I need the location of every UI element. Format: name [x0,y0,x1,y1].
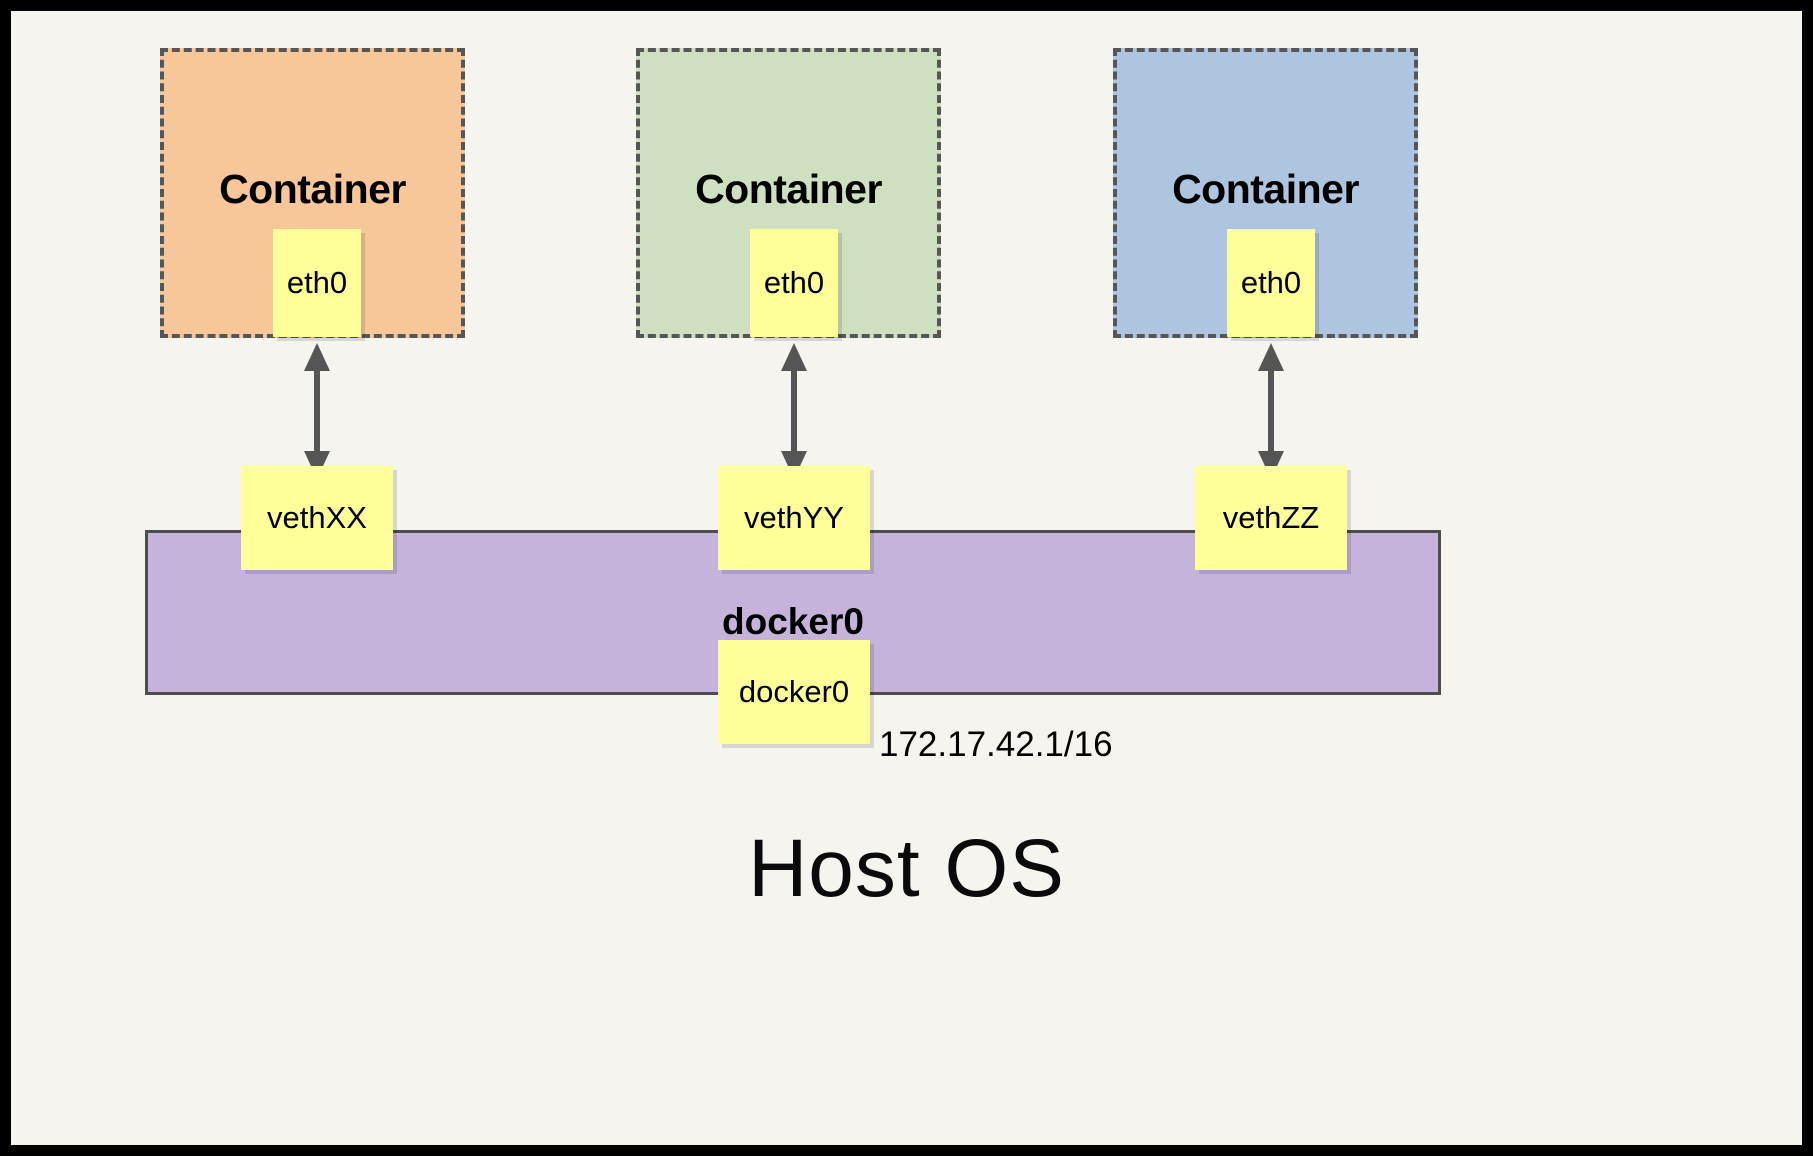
bidirectional-arrow-3 [1258,343,1284,479]
veth-box-1: vethXX [241,466,393,570]
container-title-1: Container [219,166,406,212]
docker0-bar-label: docker0 [722,601,864,642]
container-title-3: Container [1172,166,1359,212]
bidirectional-arrow-1 [304,343,330,479]
docker0-interface-box: docker0 [718,640,870,744]
veth-box-2: vethYY [718,466,870,570]
docker0-ip-address-label: 172.17.42.1/16 [879,725,1113,764]
host-os-label: Host OS [748,823,1065,914]
container-title-2: Container [695,166,882,212]
eth0-box-2: eth0 [750,229,838,337]
eth0-box-3: eth0 [1227,229,1315,337]
veth-box-3: vethZZ [1195,466,1347,570]
bidirectional-arrow-2 [781,343,807,479]
diagram-canvas: docker0 Container Container Container et… [11,11,1802,1145]
eth0-box-1: eth0 [273,229,361,337]
